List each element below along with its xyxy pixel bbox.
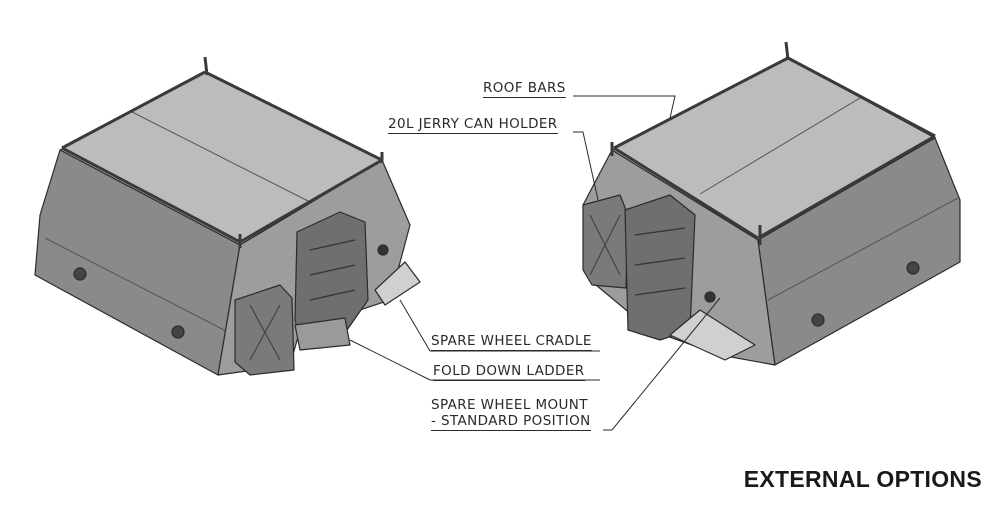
right-roof-bars xyxy=(610,41,936,245)
right-jerry-can-holder xyxy=(582,194,629,289)
leader-spare-wheel-mount xyxy=(603,297,721,431)
left-canopy xyxy=(34,56,421,376)
callout-spare-wheel-mount-line1: SPARE WHEEL MOUNT xyxy=(431,397,588,413)
callout-spare-wheel-cradle: SPARE WHEEL CRADLE xyxy=(431,333,592,351)
leader-spare-wheel-cradle xyxy=(399,299,600,352)
callout-fold-down-ladder: FOLD DOWN LADDER xyxy=(433,363,585,381)
leader-roof-bars xyxy=(573,95,676,119)
leader-jerry-can xyxy=(573,131,599,201)
left-roof-bars xyxy=(61,56,384,248)
left-spare-wheel-cradle xyxy=(374,261,421,306)
callout-spare-wheel-mount-line2: - STANDARD POSITION xyxy=(431,413,591,431)
callout-jerry-can-holder: 20L JERRY CAN HOLDER xyxy=(388,116,558,134)
callout-roof-bars: ROOF BARS xyxy=(483,80,566,98)
left-canopy-side xyxy=(34,149,241,376)
page-title: EXTERNAL OPTIONS xyxy=(743,466,982,492)
left-jerry-can-holder xyxy=(234,284,295,376)
left-fold-down-ladder xyxy=(294,211,369,351)
right-spare-wheel-mount xyxy=(669,309,756,361)
right-canopy xyxy=(582,41,961,366)
right-fold-down-ladder xyxy=(624,194,696,341)
